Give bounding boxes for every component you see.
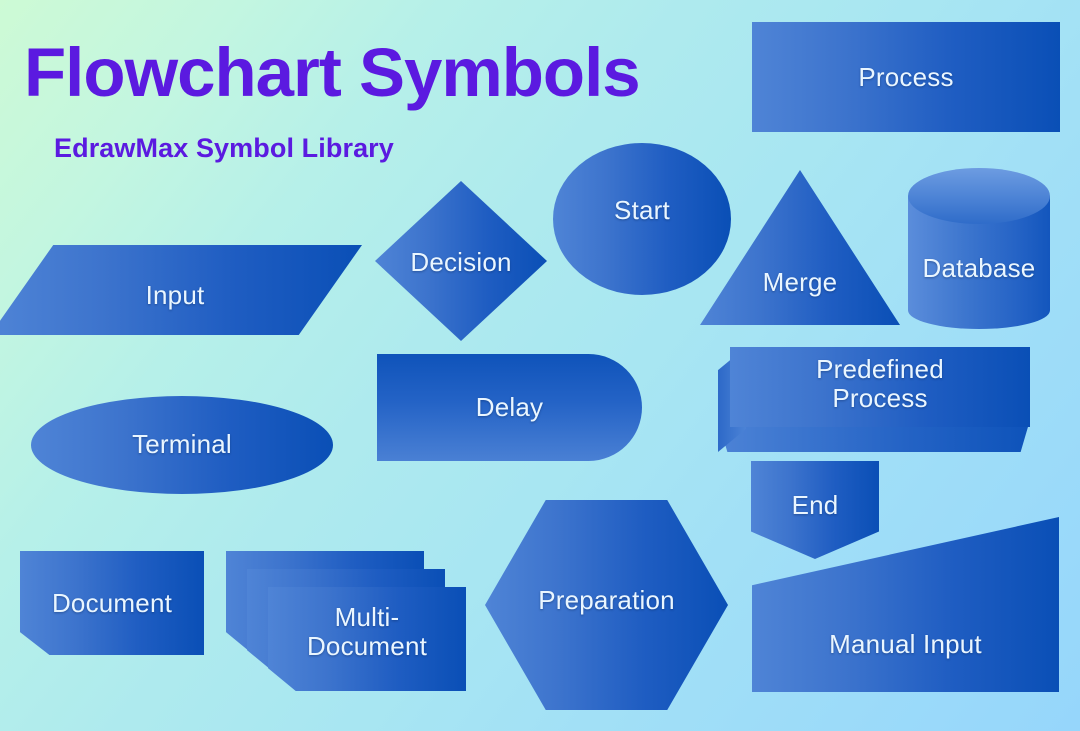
symbol-multi-document[interactable] — [268, 587, 466, 691]
symbol-document[interactable] — [20, 551, 204, 655]
symbol-predefined-process[interactable] — [730, 347, 1030, 427]
symbol-start[interactable] — [553, 143, 731, 295]
symbol-delay[interactable] — [377, 354, 642, 461]
symbol-terminal[interactable] — [31, 396, 333, 494]
page-subtitle: EdrawMax Symbol Library — [54, 133, 394, 163]
symbol-process[interactable] — [752, 22, 1060, 132]
symbol-preparation[interactable] — [485, 500, 728, 710]
symbol-end[interactable] — [751, 461, 879, 559]
symbol-decision[interactable] — [375, 181, 547, 341]
symbol-input[interactable] — [0, 245, 362, 335]
symbol-merge[interactable] — [700, 170, 900, 325]
page-title: Flowchart Symbols — [24, 34, 641, 111]
symbol-database-top-cap — [908, 168, 1050, 224]
